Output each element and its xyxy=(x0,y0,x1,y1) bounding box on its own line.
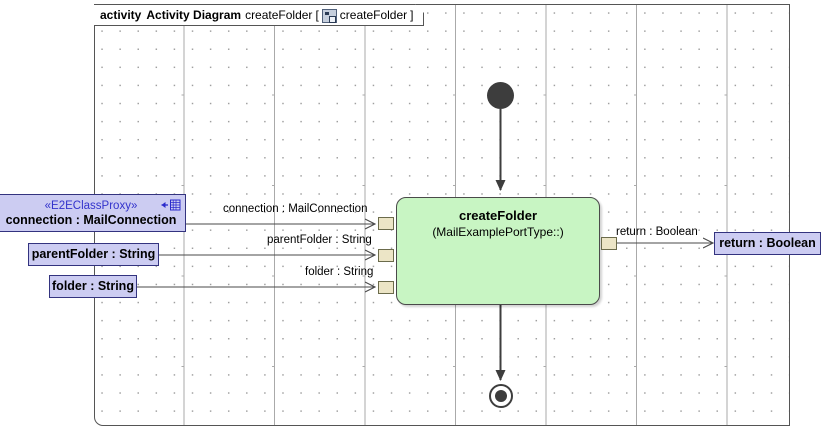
object-node-folder[interactable]: folder : String xyxy=(49,275,137,298)
activity-diagram-icon xyxy=(322,9,337,23)
activity-final-node[interactable] xyxy=(489,384,513,408)
proxy-import-icon xyxy=(161,199,181,211)
input-pin-connection[interactable] xyxy=(378,217,394,230)
input-pin-folder[interactable] xyxy=(378,281,394,294)
object-node-connection[interactable]: «E2EClassProxy» connection : MailConnect… xyxy=(0,194,186,232)
initial-node[interactable] xyxy=(487,82,514,109)
output-pin-return[interactable] xyxy=(601,237,617,250)
diagram-grid xyxy=(95,5,789,425)
activity-node-createfolder[interactable]: createFolder (MailExamplePortType::) xyxy=(396,197,600,305)
edge-label-return: return : Boolean xyxy=(616,226,698,238)
bracket-open: [ xyxy=(315,8,319,22)
frame-header[interactable]: activity Activity Diagram createFolder [… xyxy=(94,4,424,26)
object-node-label: folder : String xyxy=(52,279,134,293)
frame-inner-name: createFolder xyxy=(339,8,408,22)
frame-type: Activity Diagram xyxy=(146,8,242,22)
object-node-label: connection : MailConnection xyxy=(5,212,177,227)
object-node-return[interactable]: return : Boolean xyxy=(714,232,821,255)
frame-keyword: activity xyxy=(100,8,142,22)
activity-diagram-frame xyxy=(94,4,790,426)
edge-label-parentfolder: parentFolder : String xyxy=(267,234,372,246)
edge-label-folder: folder : String xyxy=(305,266,374,278)
input-pin-parentfolder[interactable] xyxy=(378,249,394,262)
activity-title: createFolder xyxy=(458,208,538,223)
bracket-close: ] xyxy=(410,8,414,22)
activity-subtitle: (MailExamplePortType::) xyxy=(432,225,564,239)
frame-name: createFolder xyxy=(245,8,313,22)
object-node-stereotype: «E2EClassProxy» xyxy=(44,199,138,212)
object-node-label: parentFolder : String xyxy=(31,247,156,261)
object-node-label: return : Boolean xyxy=(719,236,816,250)
object-node-parentfolder[interactable]: parentFolder : String xyxy=(28,243,159,266)
edge-label-connection: connection : MailConnection xyxy=(223,203,368,215)
